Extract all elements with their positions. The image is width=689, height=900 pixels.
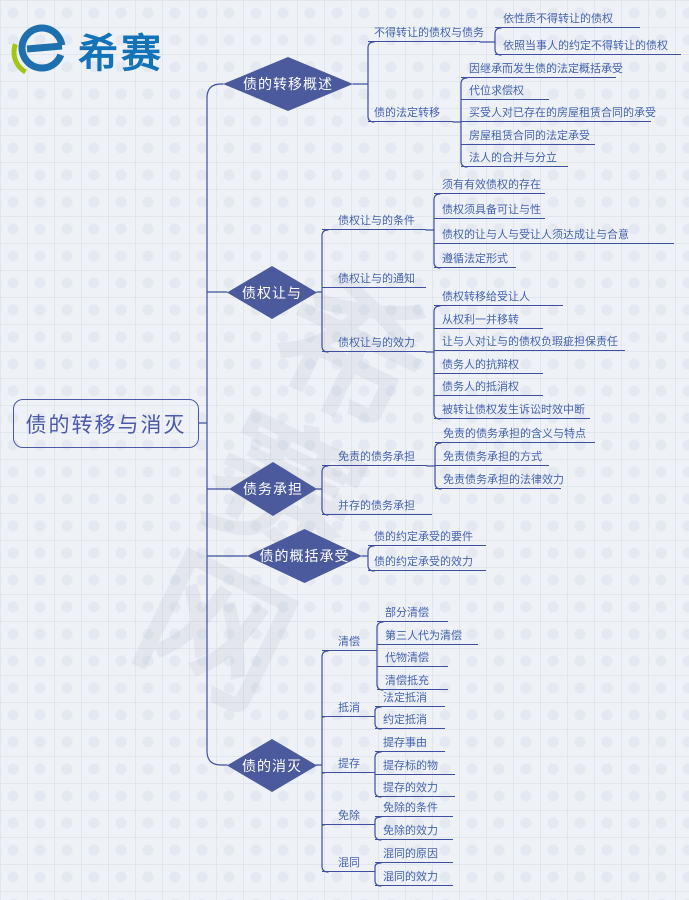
topic-label[interactable]: 债的约定承受的效力 (368, 554, 486, 571)
leaf-label[interactable]: 免责的债务承担的含义与特点 (435, 426, 595, 443)
branch5-spine (315, 650, 329, 873)
leaf-label[interactable]: 免责债务承担的法律效力 (435, 472, 564, 489)
leaf-label[interactable]: 依性质不得转让的债权 (495, 11, 640, 28)
leaf-label[interactable]: 混同的原因 (375, 846, 453, 863)
leaf-label[interactable]: 混同的效力 (375, 869, 453, 886)
leaf-label[interactable]: 房屋租赁合同的法定承受 (461, 128, 595, 145)
topic-label[interactable]: 债的约定承受的要件 (368, 529, 486, 546)
trunk-line (198, 83, 248, 766)
leaf-label[interactable]: 须有有效债权的存在 (434, 177, 545, 194)
leaf-label[interactable]: 提存的效力 (375, 780, 455, 797)
topic-label[interactable]: 债的法定转移 (368, 105, 453, 122)
leaf-label[interactable]: 清偿抵充 (377, 673, 448, 690)
leaf-label[interactable]: 因继承而发生债的法定概括承受 (461, 61, 623, 78)
leaf-label[interactable]: 债权须具备可让与性 (434, 202, 545, 219)
leaf-label[interactable]: 提存事由 (375, 735, 445, 752)
brand-name: 希赛 (78, 31, 164, 77)
topic-label[interactable]: 债权让与的通知 (322, 271, 426, 288)
leaf-label[interactable]: 依照当事人的约定不得转让的债权 (495, 38, 681, 55)
leaf-label[interactable]: 免除的效力 (375, 823, 453, 840)
leaf-label[interactable]: 债务人的抗辩权 (434, 357, 543, 374)
leaf-label[interactable]: 免除的条件 (375, 800, 453, 817)
topic-label[interactable]: 清偿 (322, 634, 377, 651)
leaf-label[interactable]: 债权转移给受让人 (434, 289, 563, 306)
leaf-label[interactable]: 债权的让与人与受让人须达成让与合意 (434, 227, 674, 244)
root-node[interactable]: 债的转移与消灭 (13, 399, 199, 448)
leaf-label[interactable]: 免责债务承担的方式 (435, 449, 549, 466)
leaf-label[interactable]: 让与人对让与的债权负瑕疵担保责任 (434, 334, 625, 351)
logo-e-icon (11, 24, 66, 75)
leaf-label[interactable]: 买受人对已存在的房屋租赁合同的承受 (461, 105, 656, 122)
topic-label[interactable]: 免责的债务承担 (322, 449, 427, 466)
topic-label[interactable]: 抵消 (322, 700, 375, 717)
topic-label[interactable]: 债权让与的条件 (322, 213, 426, 230)
leaf-label[interactable]: 遵循法定形式 (434, 251, 516, 268)
brand-logo: 希赛 (10, 20, 164, 80)
topic-label[interactable]: 不得转让的债权与债务 (368, 25, 484, 42)
topic-label[interactable]: 混同 (322, 855, 375, 872)
leaf-label[interactable]: 代物清偿 (377, 650, 448, 667)
topic-label[interactable]: 并存的债务承担 (322, 498, 432, 515)
leaf-label[interactable]: 债务人的抵消权 (434, 379, 543, 396)
leaf-label[interactable]: 法人的合并与分立 (461, 150, 568, 167)
branch2-spine (316, 229, 329, 353)
leaf-label[interactable]: 部分清偿 (377, 605, 448, 622)
topic-label[interactable]: 债权让与的效力 (322, 335, 426, 352)
topic-label[interactable]: 免除 (322, 808, 375, 825)
leaf-label[interactable]: 代位求偿权 (461, 83, 549, 100)
leaf-label[interactable]: 第三人代为清偿 (377, 628, 478, 645)
leaf-label[interactable]: 法定抵消 (375, 690, 445, 707)
leaf-label[interactable]: 从权利一并移转 (434, 312, 543, 329)
leaf-label[interactable]: 提存标的物 (375, 758, 455, 775)
topic-label[interactable]: 提存 (322, 756, 375, 773)
leaf-label[interactable]: 被转让债权发生诉讼时效中断 (434, 402, 590, 419)
leaf-label[interactable]: 约定抵消 (375, 712, 445, 729)
